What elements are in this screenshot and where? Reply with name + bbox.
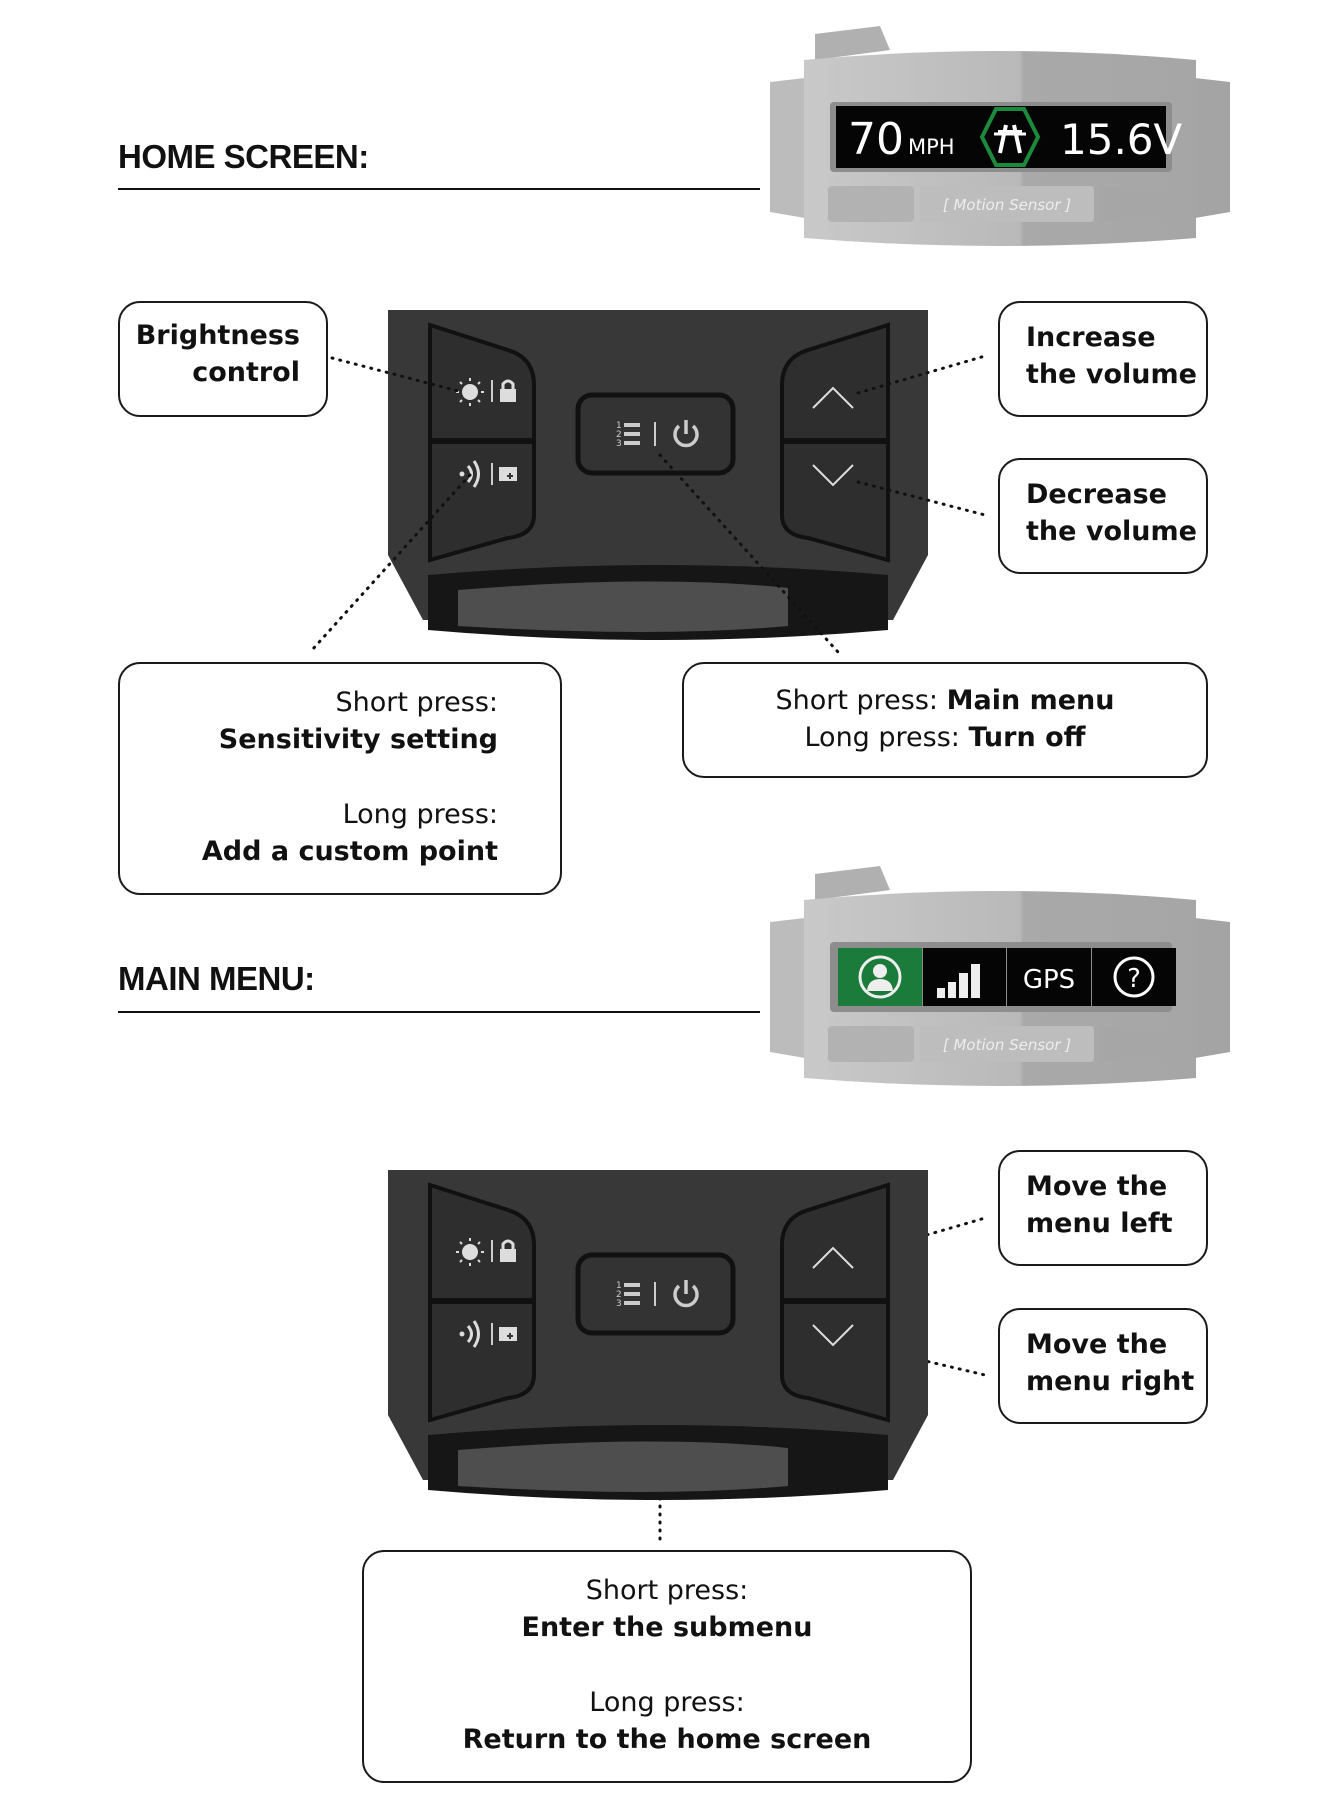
svg-text:2: 2 — [616, 430, 622, 440]
user-profile-icon — [858, 955, 902, 999]
chevron-down-icon — [812, 1324, 854, 1347]
chevron-up-icon — [812, 386, 854, 409]
up-button[interactable] — [780, 322, 890, 442]
help-circle-icon: ? — [1113, 956, 1155, 998]
highway-icon — [979, 107, 1041, 167]
down-button[interactable] — [780, 440, 890, 563]
main-menu-divider — [118, 1011, 760, 1013]
numbered-list-icon: 123 — [616, 421, 640, 449]
sun-icon — [456, 378, 484, 406]
brightness-lock-button[interactable] — [428, 322, 536, 442]
menu-power-button[interactable]: 123 — [575, 392, 736, 476]
motion-sensor-label: [ Motion Sensor ] — [943, 196, 1071, 214]
signal-waves-icon — [459, 460, 480, 488]
menu-tile-gps — [1007, 948, 1091, 1006]
sensitivity-custom-button[interactable] — [428, 1300, 536, 1423]
folder-plus-icon — [499, 467, 517, 481]
power-icon — [673, 1280, 699, 1308]
signal-waves-icon — [459, 1320, 480, 1348]
svg-text:3: 3 — [616, 1299, 622, 1309]
callout-brightness: Brightness control — [118, 301, 328, 417]
chevron-down-icon — [812, 464, 854, 487]
brightness-lock-button[interactable] — [428, 1182, 536, 1302]
signal-bars-icon — [937, 964, 980, 998]
sun-icon — [456, 1238, 484, 1266]
svg-text:1: 1 — [616, 1281, 622, 1291]
svg-text:3: 3 — [616, 439, 622, 449]
device-unit-menu: GPS ? [ Motion Sensor ] — [760, 860, 1240, 1100]
home-screen-divider — [118, 188, 760, 190]
up-button[interactable] — [780, 1182, 890, 1302]
down-button[interactable] — [780, 1300, 890, 1423]
power-icon — [673, 420, 699, 448]
callout-menu-power: Short press: Main menu Long press: Turn … — [682, 662, 1208, 778]
folder-plus-icon — [499, 1327, 517, 1341]
svg-text:1: 1 — [616, 421, 622, 431]
svg-text:2: 2 — [616, 1290, 622, 1300]
callout-menu-right: Move the menu right — [998, 1308, 1208, 1424]
voltage-value: 15.6V — [1060, 115, 1183, 164]
menu-power-button[interactable]: 123 — [575, 1252, 736, 1336]
speed-value: 70 — [848, 114, 904, 165]
lock-icon — [500, 1239, 516, 1262]
speed-unit: MPH — [908, 135, 955, 159]
chevron-up-icon — [812, 1246, 854, 1269]
home-screen-title: HOME SCREEN: — [118, 138, 369, 175]
callout-volume-down: Decrease the volume — [998, 458, 1208, 574]
home-display — [836, 106, 1166, 168]
svg-text:?: ? — [1127, 964, 1141, 994]
callout-submenu: Short press: Enter the submenu Long pres… — [362, 1550, 972, 1783]
callout-volume-up: Increase the volume — [998, 301, 1208, 417]
numbered-list-icon: 123 — [616, 1281, 640, 1309]
lock-icon — [500, 379, 516, 402]
callout-menu-left: Move the menu left — [998, 1150, 1208, 1266]
sensitivity-custom-button[interactable] — [428, 440, 536, 563]
gps-label: GPS — [1023, 965, 1075, 995]
device-unit-home: 70 MPH 15.6V [ Motion Sensor ] — [760, 20, 1240, 260]
callout-sensitivity: Short press: Sensitivity setting Long pr… — [118, 662, 562, 895]
main-menu-title: MAIN MENU: — [118, 960, 315, 997]
motion-sensor-label: [ Motion Sensor ] — [943, 1036, 1071, 1054]
